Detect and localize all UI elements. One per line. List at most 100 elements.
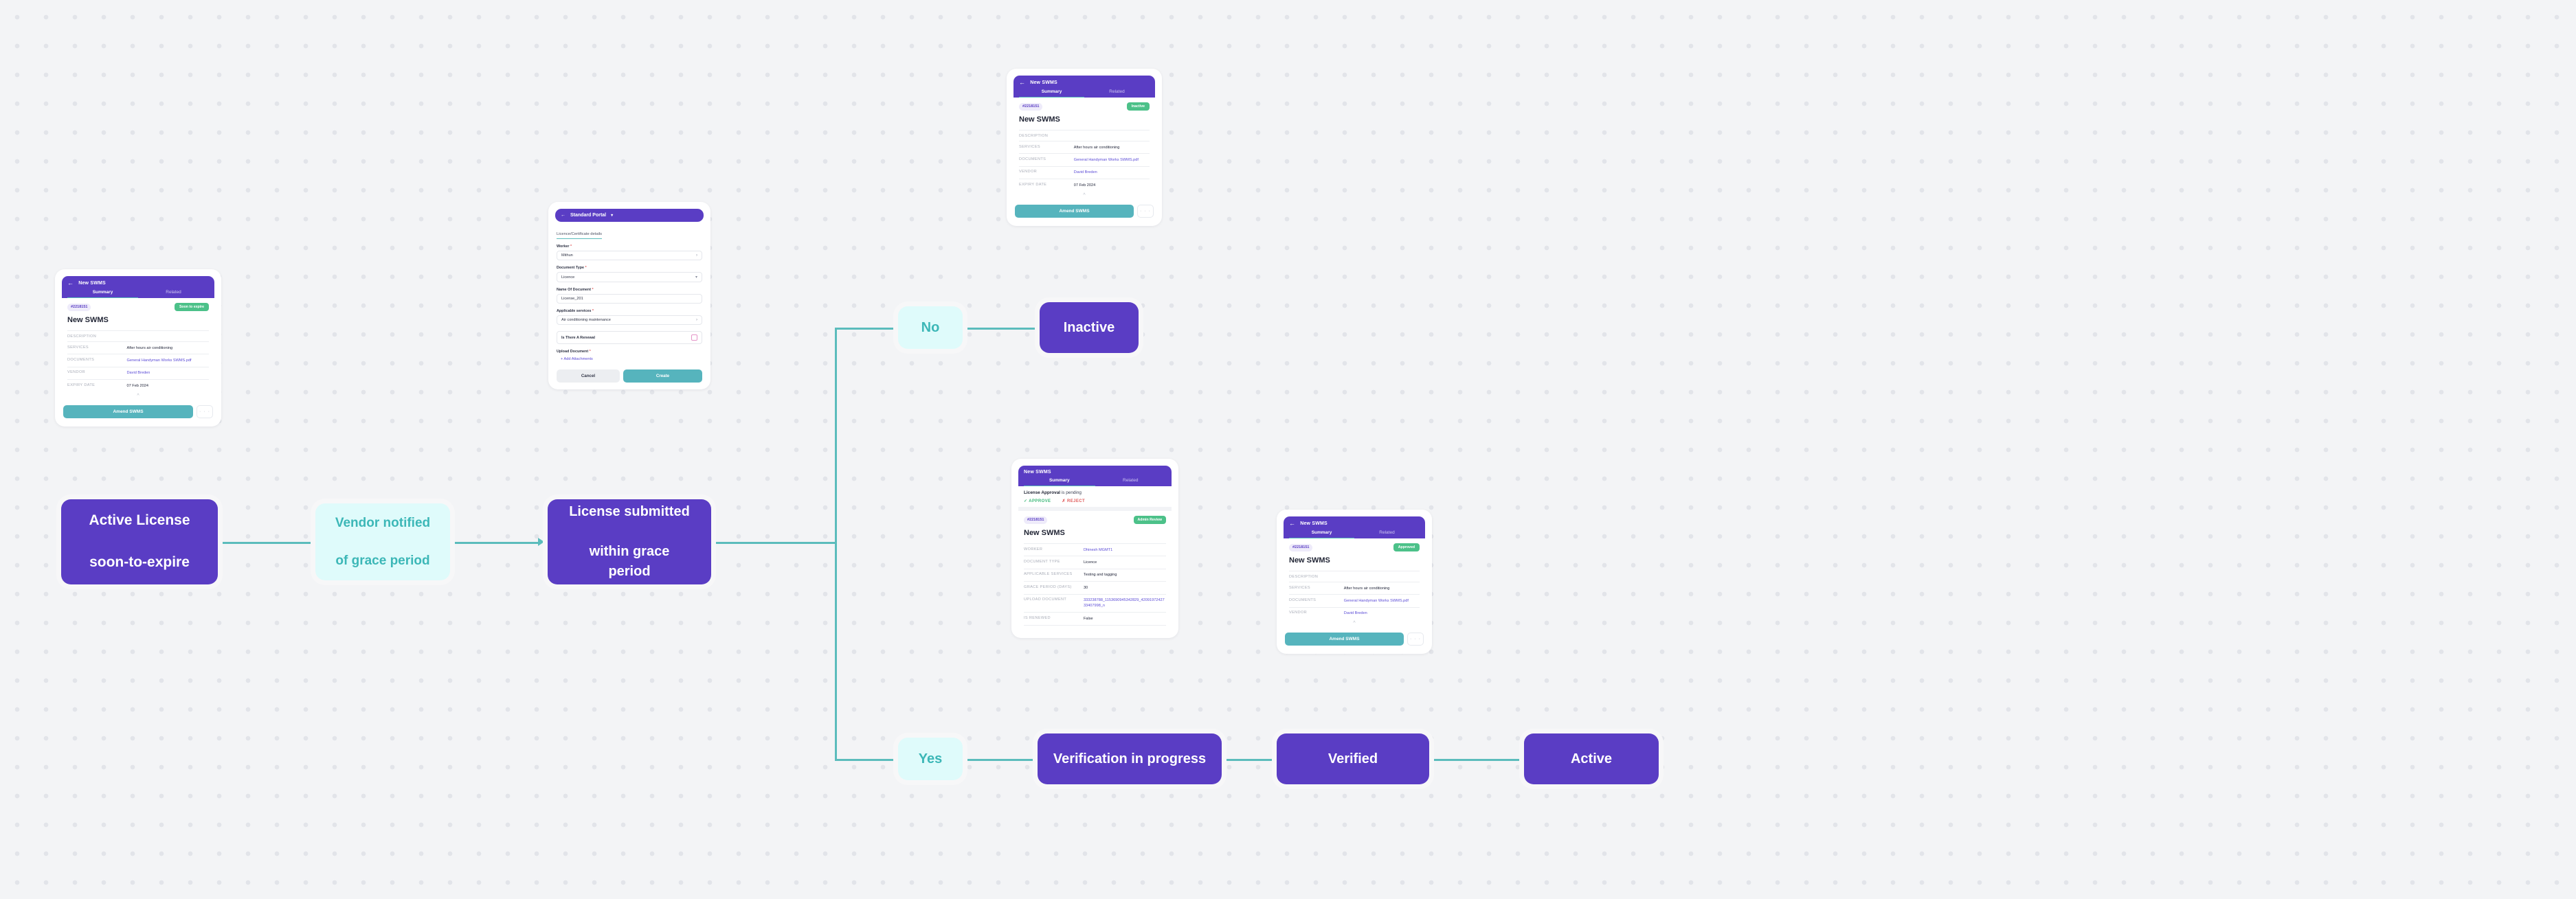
back-arrow-icon[interactable]: ← — [67, 280, 74, 286]
node-verification-in-progress-label: Verification in progress — [1053, 751, 1207, 766]
chevron-down-icon[interactable]: ▾ — [611, 214, 614, 218]
document-type-select[interactable]: Licence ▾ — [557, 272, 702, 282]
field-label: DOCUMENTS — [67, 357, 95, 362]
field-label: DESCRIPTION — [67, 334, 97, 339]
field-value-link[interactable]: 333238788_1153690945342829_4209197242733… — [1083, 598, 1165, 608]
amend-swms-button[interactable]: Amend SWMS — [1285, 633, 1404, 646]
field-row: UPLOAD DOCUMENT 333238788_115369094534282… — [1024, 593, 1166, 613]
status-badge: Approved — [1393, 543, 1420, 551]
mockup-approved: ← New SWMS Summary Related #2218151 Appr… — [1277, 510, 1432, 655]
mockup3-footer: Amend SWMS · · · — [1013, 201, 1155, 219]
back-arrow-icon[interactable]: ← — [1289, 520, 1296, 527]
field-row: DESCRIPTION — [67, 330, 209, 341]
tab-related[interactable]: Related — [1379, 530, 1395, 535]
amend-swms-button[interactable]: Amend SWMS — [1015, 204, 1134, 218]
mockup5-header-title: New SWMS — [1300, 521, 1328, 526]
node-active[interactable]: Active — [1524, 733, 1659, 784]
field-label: SERVICES — [1019, 144, 1040, 149]
node-license-submitted-line1: License submitted — [569, 504, 690, 519]
overflow-menu-icon[interactable]: · · · — [197, 405, 213, 418]
tab-related[interactable]: Related — [166, 290, 181, 295]
required-marker: * — [569, 244, 572, 249]
tab-related[interactable]: Related — [1123, 478, 1139, 483]
field-value-link[interactable]: Dhinesh MGMT1 — [1083, 547, 1113, 552]
applicable-services-input[interactable]: Air conditioning maintenance › — [557, 315, 702, 325]
field-value-link[interactable]: David Breden — [126, 371, 150, 376]
tab-summary[interactable]: Summary — [67, 290, 138, 298]
node-inactive[interactable]: Inactive — [1040, 302, 1139, 353]
record-title: New SWMS — [1019, 115, 1060, 124]
overflow-menu-icon[interactable]: · · · — [1137, 204, 1154, 218]
field-row: WORKER Dhinesh MGMT1 — [1024, 543, 1166, 556]
field-label: APPLICABLE SERVICES — [1024, 572, 1073, 577]
field-label: UPLOAD DOCUMENT — [1024, 598, 1067, 602]
node-license-submitted-line2: within grace period — [589, 544, 670, 579]
mockup3-body: #2218151 Inactive New SWMS DESCRIPTION S… — [1013, 98, 1155, 201]
node-license-submitted[interactable]: License submitted within grace period — [548, 499, 711, 584]
chevron-down-icon[interactable]: ▾ — [695, 275, 697, 280]
record-id-chip: #2218151 — [67, 303, 91, 311]
field-value-link[interactable]: General Handyman Works SWMS.pdf — [126, 358, 192, 363]
node-active-license-line2: soon-to-expire — [89, 554, 190, 571]
back-arrow-icon[interactable]: ← — [1019, 79, 1026, 86]
tab-summary[interactable]: Summary — [1024, 478, 1095, 486]
back-arrow-icon[interactable]: ← — [561, 213, 565, 218]
chevron-right-icon[interactable]: › — [696, 253, 697, 258]
field-value: 30 — [1083, 585, 1088, 590]
field-value-link[interactable]: General Handyman Works SWMS.pdf — [1073, 157, 1139, 162]
mockup1-header-title: New SWMS — [78, 281, 106, 286]
is-there-a-renewal-row[interactable]: Is There A Renewal — [557, 331, 702, 344]
field-value: 07 Feb 2024 — [126, 383, 148, 388]
chevron-up-icon[interactable]: ^ — [1083, 192, 1086, 198]
field-row: DESCRIPTION — [1289, 571, 1420, 582]
node-verification-in-progress[interactable]: Verification in progress — [1038, 733, 1222, 784]
applicable-services-value: Air conditioning maintenance — [561, 318, 611, 322]
field-row: DESCRIPTION — [1019, 130, 1150, 141]
arrowhead-submitted — [538, 538, 544, 546]
mockup5-header: ← New SWMS Summary Related — [1284, 516, 1425, 538]
field-label: WORKER — [1024, 547, 1043, 551]
node-verified[interactable]: Verified — [1277, 733, 1429, 784]
connector-bus-to-yes — [835, 759, 898, 761]
checkbox-icon[interactable] — [691, 334, 697, 341]
field-value-link[interactable]: General Handyman Works SWMS.pdf — [1343, 598, 1409, 603]
connector-decision-bus — [835, 328, 837, 760]
amend-swms-button[interactable]: Amend SWMS — [63, 405, 193, 418]
chevron-up-icon[interactable]: ^ — [1353, 621, 1356, 626]
node-vendor-notified-line1: Vendor notified — [335, 515, 431, 530]
overflow-menu-icon[interactable]: · · · — [1407, 633, 1424, 646]
create-button[interactable]: Create — [623, 369, 702, 383]
tab-summary[interactable]: Summary — [1019, 89, 1084, 98]
node-no[interactable]: No — [898, 306, 963, 349]
field-row: DOCUMENTS General Handyman Works SWMS.pdf — [67, 354, 209, 366]
form-field-name-of-document: Name Of Document * License_201 — [557, 288, 702, 304]
chevron-up-icon[interactable]: ^ — [137, 393, 139, 398]
connector-yes-to-verification — [962, 759, 1038, 761]
chevron-right-icon[interactable]: › — [696, 318, 697, 322]
connector-verification-to-verified — [1185, 759, 1277, 761]
tab-related[interactable]: Related — [1109, 89, 1125, 94]
mockup5-body: #2218151 Approved New SWMS DESCRIPTION S… — [1284, 538, 1425, 629]
mockup-create-licence-form: ← Standard Portal ▾ Licence/Certificate … — [548, 202, 710, 389]
approve-action[interactable]: ✓ APPROVE — [1024, 499, 1051, 503]
add-attachments-link[interactable]: + Add Attachments — [561, 357, 593, 361]
tab-summary[interactable]: Summary — [1289, 530, 1354, 538]
required-marker: * — [591, 309, 594, 313]
cancel-button[interactable]: Cancel — [557, 369, 620, 383]
connector-vendor-to-submitted — [450, 542, 541, 544]
field-label: DOCUMENT TYPE — [1024, 559, 1060, 564]
field-value-link[interactable]: David Breden — [1073, 170, 1097, 175]
field-value-link[interactable]: David Breden — [1343, 611, 1367, 616]
node-yes[interactable]: Yes — [898, 738, 963, 780]
name-of-document-input[interactable]: License_201 — [557, 294, 702, 304]
reject-action[interactable]: ✗ REJECT — [1062, 499, 1085, 503]
worker-input[interactable]: Mithun › — [557, 251, 702, 260]
required-marker: * — [591, 288, 594, 292]
mockup-soon-to-expire: ← New SWMS Summary Related #2218151 Soon… — [55, 269, 221, 426]
